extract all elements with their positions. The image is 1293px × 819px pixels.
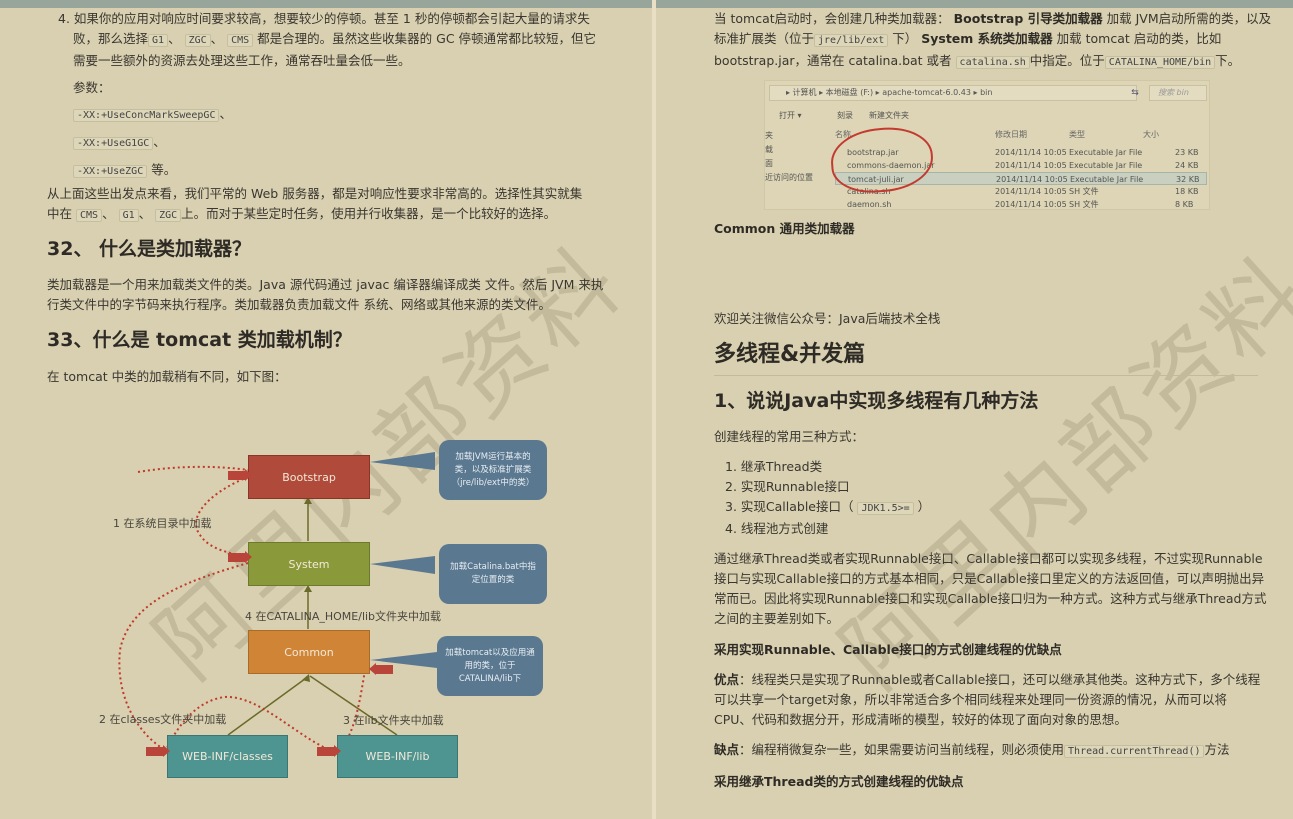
new-folder-button: 新建文件夹 bbox=[869, 111, 909, 120]
red-arrow-icon bbox=[146, 745, 170, 757]
section-title: 多线程&并发篇 bbox=[714, 342, 866, 367]
file-row-selected: tomcat-juli.jar 2014/11/14 10:05 Executa… bbox=[835, 172, 1207, 185]
file-row: catalina.sh 2014/11/14 10:05 SH 文件 18 KB bbox=[847, 187, 1199, 196]
q33-intro: 在 tomcat 中类的加载稍有不同，如下图： bbox=[47, 369, 287, 384]
param-g1: -XX:+UseG1GC bbox=[73, 137, 154, 150]
red-arrow-icon bbox=[317, 745, 341, 757]
search-input: 搜索 bin bbox=[1149, 85, 1207, 101]
step4-label: 4 在CATALINA_HOME/lib文件夹中加载 bbox=[245, 610, 442, 623]
burn-button: 刻录 bbox=[837, 111, 853, 120]
code-g1: G1 bbox=[148, 34, 169, 47]
open-button: 打开 ▾ bbox=[779, 111, 802, 120]
bootstrap-bubble: 加载JVM运行基本的类，以及标准扩展类（jre/lib/ext中的类） bbox=[439, 440, 547, 500]
step2-label: 2 在classes文件夹中加载 bbox=[99, 713, 227, 726]
q1-body: 创建线程的常用三种方式： 1. 继承Thread类 2. 实现Runnable接… bbox=[714, 427, 1274, 792]
explorer-screenshot: ▸ 计算机 ▸ 本地磁盘 (F:) ▸ apache-tomcat-6.0.43… bbox=[764, 80, 1210, 210]
file-list-header: 名称 修改日期 类型 大小 bbox=[835, 130, 1159, 139]
code-cms: CMS bbox=[227, 34, 254, 47]
list-item: 2. 实现Runnable接口 bbox=[725, 479, 850, 494]
common-loader-label: Common 通用类加载器 bbox=[714, 221, 855, 236]
red-arrow-icon bbox=[228, 551, 252, 563]
tomcat-classloader-diagram: Bootstrap System Common WEB-INF/classes … bbox=[0, 0, 652, 819]
refresh-icon: ⇆ bbox=[1131, 88, 1139, 98]
explorer-sidebar: 夹 载 面 近访问的位置 bbox=[765, 131, 813, 182]
list-item: 3. 实现Callable接口（ JDK1.5>= ） bbox=[725, 499, 931, 515]
subheading-runnable: 采用实现Runnable、Callable接口的方式创建线程的优缺点 bbox=[714, 642, 1062, 657]
list-item: 1. 继承Thread类 bbox=[725, 459, 823, 474]
address-bar: ▸ 计算机 ▸ 本地磁盘 (F:) ▸ apache-tomcat-6.0.43… bbox=[769, 85, 1137, 101]
explorer-toolbar: 打开 ▾ 刻录 新建文件夹 bbox=[765, 105, 1209, 125]
red-arrow-icon bbox=[375, 665, 393, 674]
gc-summary: 从上面这些出发点来看，我们平常的 Web 服务器，都是对响应性要求非常高的。选择… bbox=[47, 186, 583, 222]
heading-q32: 32、 什么是类加载器？ bbox=[47, 238, 252, 260]
param-cms: -XX:+UseConcMarkSweepGC bbox=[73, 109, 220, 122]
system-box: System bbox=[248, 542, 370, 586]
page-top-bar bbox=[0, 0, 652, 8]
left-page: 阿里内部资料 4. 如果你的应用对响应时间要求较高，想要较少的停顿。甚至 1 秒… bbox=[0, 0, 652, 819]
step3-label: 3 在lib文件夹中加载 bbox=[343, 714, 444, 727]
webinf-classes-box: WEB-INF/classes bbox=[167, 735, 288, 778]
follow-notice: 欢迎关注微信公众号：Java后端技术全栈 bbox=[714, 311, 941, 326]
section-divider bbox=[714, 375, 1258, 376]
q32-body: 类加载器是一个用来加载类文件的类。Java 源代码通过 javac 编译器编译成… bbox=[47, 277, 604, 312]
param-zgc: -XX:+UseZGC bbox=[73, 165, 148, 178]
diagram-connectors bbox=[118, 452, 437, 753]
red-arrow-icon bbox=[228, 469, 252, 481]
file-row: bootstrap.jar 2014/11/14 10:05 Executabl… bbox=[847, 148, 1199, 157]
system-bubble: 加载Catalina.bat中指定位置的类 bbox=[439, 544, 547, 604]
page-top-bar bbox=[656, 0, 1293, 8]
tomcat-intro: 当 tomcat启动时，会创建几种类加载器： Bootstrap 引导类加载器 … bbox=[714, 11, 1272, 69]
common-bubble: 加载tomcat以及应用通用的类，位于CATALINA/lib下 bbox=[437, 636, 543, 696]
common-box: Common bbox=[248, 630, 370, 674]
step1-label: 1 在系统目录中加载 bbox=[113, 517, 212, 530]
file-row: commons-daemon.jar 2014/11/14 10:05 Exec… bbox=[847, 161, 1199, 170]
gc-item-4: 4. 如果你的应用对响应时间要求较高，想要较少的停顿。甚至 1 秒的停顿都会引起… bbox=[58, 11, 597, 178]
subheading-thread: 采用继承Thread类的方式创建线程的优缺点 bbox=[714, 774, 964, 789]
code-zgc: ZGC bbox=[184, 34, 211, 47]
webinf-lib-box: WEB-INF/lib bbox=[337, 735, 458, 778]
list-item: 4. 线程池方式创建 bbox=[725, 521, 829, 536]
bootstrap-box: Bootstrap bbox=[248, 455, 370, 499]
thread-methods-list: 1. 继承Thread类 2. 实现Runnable接口 3. 实现Callab… bbox=[714, 457, 1274, 539]
page-gutter bbox=[652, 0, 656, 819]
file-row: daemon.sh 2014/11/14 10:05 SH 文件 8 KB bbox=[847, 200, 1194, 209]
heading-q33: 33、什么是 tomcat 类加载机制？ bbox=[47, 329, 352, 351]
heading-q1: 1、说说Java中实现多线程有几种方法 bbox=[714, 390, 1039, 412]
